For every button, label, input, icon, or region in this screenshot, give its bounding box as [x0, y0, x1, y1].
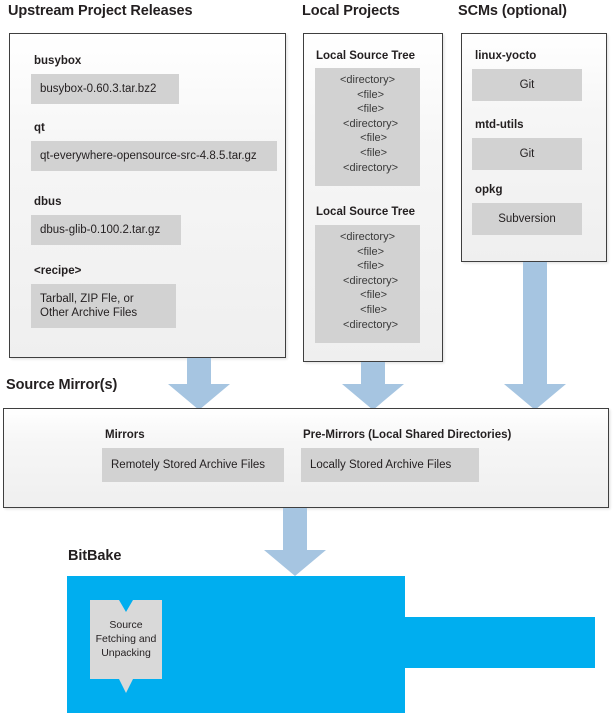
tree-line: <file> [350, 103, 385, 116]
tree-line: <directory> [339, 74, 396, 86]
arrow-scms-to-mirrors [504, 262, 566, 410]
source-fetching-unpacking-label: Source Fetching and Unpacking [95, 619, 157, 659]
upstream-item-value-qt: qt-everywhere-opensource-src-4.8.5.tar.g… [31, 141, 277, 171]
source-mirrors-item-value-pre-mirrors: Locally Stored Archive Files [301, 448, 479, 482]
source-mirrors-item-label-pre-mirrors: Pre-Mirrors (Local Shared Directories) [303, 429, 512, 441]
local-projects-title: Local Projects [302, 3, 400, 19]
upstream-item-label-busybox: busybox [34, 55, 82, 67]
source-fetching-unpacking-shape [90, 600, 162, 693]
local-source-tree-label-1: Local Source Tree [316, 50, 416, 62]
upstream-item-value-busybox: busybox-0.60.3.tar.bz2 [31, 74, 179, 104]
scm-item-label-linux-yocto: linux-yocto [475, 50, 537, 62]
scm-item-label-opkg: opkg [475, 184, 503, 196]
scm-item-value-mtd-utils: Git [472, 138, 582, 170]
arrow-upstream-to-mirrors [168, 358, 230, 410]
tree-line: <file> [347, 132, 388, 145]
local-source-tree-label-2: Local Source Tree [316, 206, 416, 218]
scm-item-value-linux-yocto: Git [472, 69, 582, 101]
tree-line: <directory> [336, 161, 399, 174]
scms-title: SCMs (optional) [458, 3, 567, 19]
tree-line: <file> [350, 245, 385, 258]
upstream-project-releases-title: Upstream Project Releases [8, 3, 193, 19]
arrow-local-projects-to-mirrors [342, 362, 404, 410]
upstream-item-label-dbus: dbus [34, 196, 62, 208]
arrow-mirrors-to-bitbake [264, 508, 326, 576]
bitbake-process-shape [67, 576, 595, 713]
tree-line: <file> [347, 303, 388, 316]
source-mirrors-item-label-mirrors: Mirrors [105, 429, 145, 441]
tree-line: <directory> [339, 231, 396, 243]
scm-item-value-opkg: Subversion [472, 203, 582, 235]
tree-line: <directory> [336, 274, 399, 287]
bitbake-title: BitBake [68, 548, 122, 564]
upstream-item-label-recipe: <recipe> [34, 265, 82, 277]
source-mirrors-title: Source Mirror(s) [6, 377, 118, 393]
source-mirrors-item-value-mirrors: Remotely Stored Archive Files [102, 448, 284, 482]
upstream-item-label-qt: qt [34, 122, 45, 134]
tree-line: <file> [350, 88, 385, 101]
tree-line: <directory> [336, 318, 399, 331]
upstream-item-value-dbus: dbus-glib-0.100.2.tar.gz [31, 215, 181, 245]
tree-line: <directory> [336, 117, 399, 130]
local-source-tree-block-2: <directory> <file> <file> <directory> <f… [315, 225, 420, 343]
tree-line: <file> [347, 289, 388, 302]
tree-line: <file> [347, 146, 388, 159]
upstream-item-value-recipe: Tarball, ZIP Fle, or Other Archive Files [31, 284, 176, 328]
tree-line: <file> [350, 260, 385, 273]
local-source-tree-block-1: <directory> <file> <file> <directory> <f… [315, 68, 420, 186]
scm-item-label-mtd-utils: mtd-utils [475, 119, 524, 131]
